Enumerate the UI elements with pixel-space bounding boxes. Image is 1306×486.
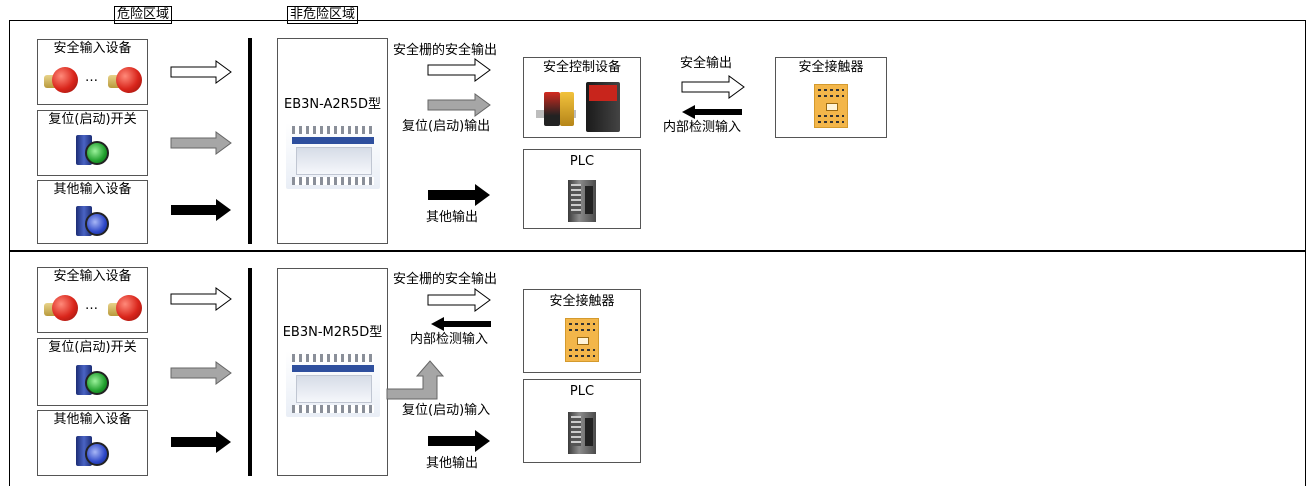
gray-arrow-icon [170,131,232,155]
safety-contactor-box: 安全接触器 [523,289,641,373]
safety-contactor-icon [565,318,599,362]
non-hazard-zone-header: 非危险区域 [287,6,359,24]
feedback-input-label: 内部检测输入 [663,120,742,135]
reset-output-label: 复位(启动)输出 [402,119,491,134]
safety-controller-icon [536,80,622,134]
barrier-controller-box: EB3N-M2R5D型 [277,268,388,476]
other-input-device-box: 其他输入设备 [37,180,148,244]
emergency-stop-button-icon [44,66,78,94]
safety-input-device-label: 安全输入设备 [53,269,132,284]
plc-icon [568,412,596,454]
plc-label: PLC [569,384,595,399]
gray-arrow-icon [170,361,232,385]
barrier-controller-box: EB3N-A2R5D型 [277,38,388,244]
green-pushbutton-icon [76,133,110,169]
reset-switch-label: 复位(启动)开关 [48,112,137,127]
plc-label: PLC [569,154,595,169]
green-pushbutton-icon [76,363,110,399]
black-arrow-icon [171,431,231,453]
other-output-label: 其他输出 [426,210,479,225]
other-input-device-box: 其他输入设备 [37,410,148,476]
black-arrow-icon [428,430,490,452]
other-input-device-label: 其他输入设备 [53,412,132,427]
black-arrow-icon [431,317,491,331]
plc-box: PLC [523,149,641,229]
emergency-stop-button-icon [44,294,78,322]
gray-arrow-icon [386,360,445,400]
other-input-device-label: 其他输入设备 [53,182,132,197]
safety-output-label: 安全栅的安全输出 [393,272,498,287]
emergency-stop-button-icon [108,294,142,322]
reset-input-label: 复位(启动)输入 [402,403,491,418]
ellipsis-text: … [85,70,98,85]
blue-pushbutton-icon [76,204,110,240]
safety-output-label: 安全栅的安全输出 [393,43,498,58]
white-arrow-icon [170,287,232,311]
safety-contactor-label: 安全接触器 [549,294,615,309]
zone-divider [248,38,252,244]
barrier-controller-icon [286,123,380,189]
safety-controller-label: 安全控制设备 [542,60,621,75]
black-arrow-icon [171,199,231,221]
safety-input-device-box: 安全输入设备 … [37,267,148,333]
emergency-stop-button-icon [108,66,142,94]
safety-input-device-label: 安全输入设备 [53,41,132,56]
feedback-input-label: 内部检测输入 [410,332,489,347]
zone-divider [248,268,252,476]
safety-input-device-box: 安全输入设备 … [37,39,148,105]
black-arrow-icon [682,105,742,119]
safety-contactor-box: 安全接触器 [775,57,887,138]
plc-icon [568,180,596,222]
plc-box: PLC [523,379,641,463]
other-output-label: 其他输出 [426,456,479,471]
white-arrow-icon [681,75,745,99]
hazard-zone-header: 危险区域 [114,6,173,24]
reset-switch-box: 复位(启动)开关 [37,110,148,176]
reset-switch-label: 复位(启动)开关 [48,340,137,355]
controller-model-label: EB3N-A2R5D型 [283,97,381,112]
safety-controller-box: 安全控制设备 [523,57,641,138]
reset-switch-box: 复位(启动)开关 [37,338,148,406]
ellipsis-text: … [85,298,98,313]
gray-arrow-icon [427,93,491,117]
white-arrow-icon [170,60,232,84]
blue-pushbutton-icon [76,434,110,470]
safety-contactor-icon [814,84,848,128]
white-arrow-icon [427,288,491,312]
barrier-controller-icon [286,351,380,417]
black-arrow-icon [428,184,490,206]
safety-output-2-label: 安全输出 [680,56,733,71]
white-arrow-icon [427,58,491,82]
safety-contactor-label: 安全接触器 [798,60,864,75]
controller-model-label: EB3N-M2R5D型 [282,325,383,340]
